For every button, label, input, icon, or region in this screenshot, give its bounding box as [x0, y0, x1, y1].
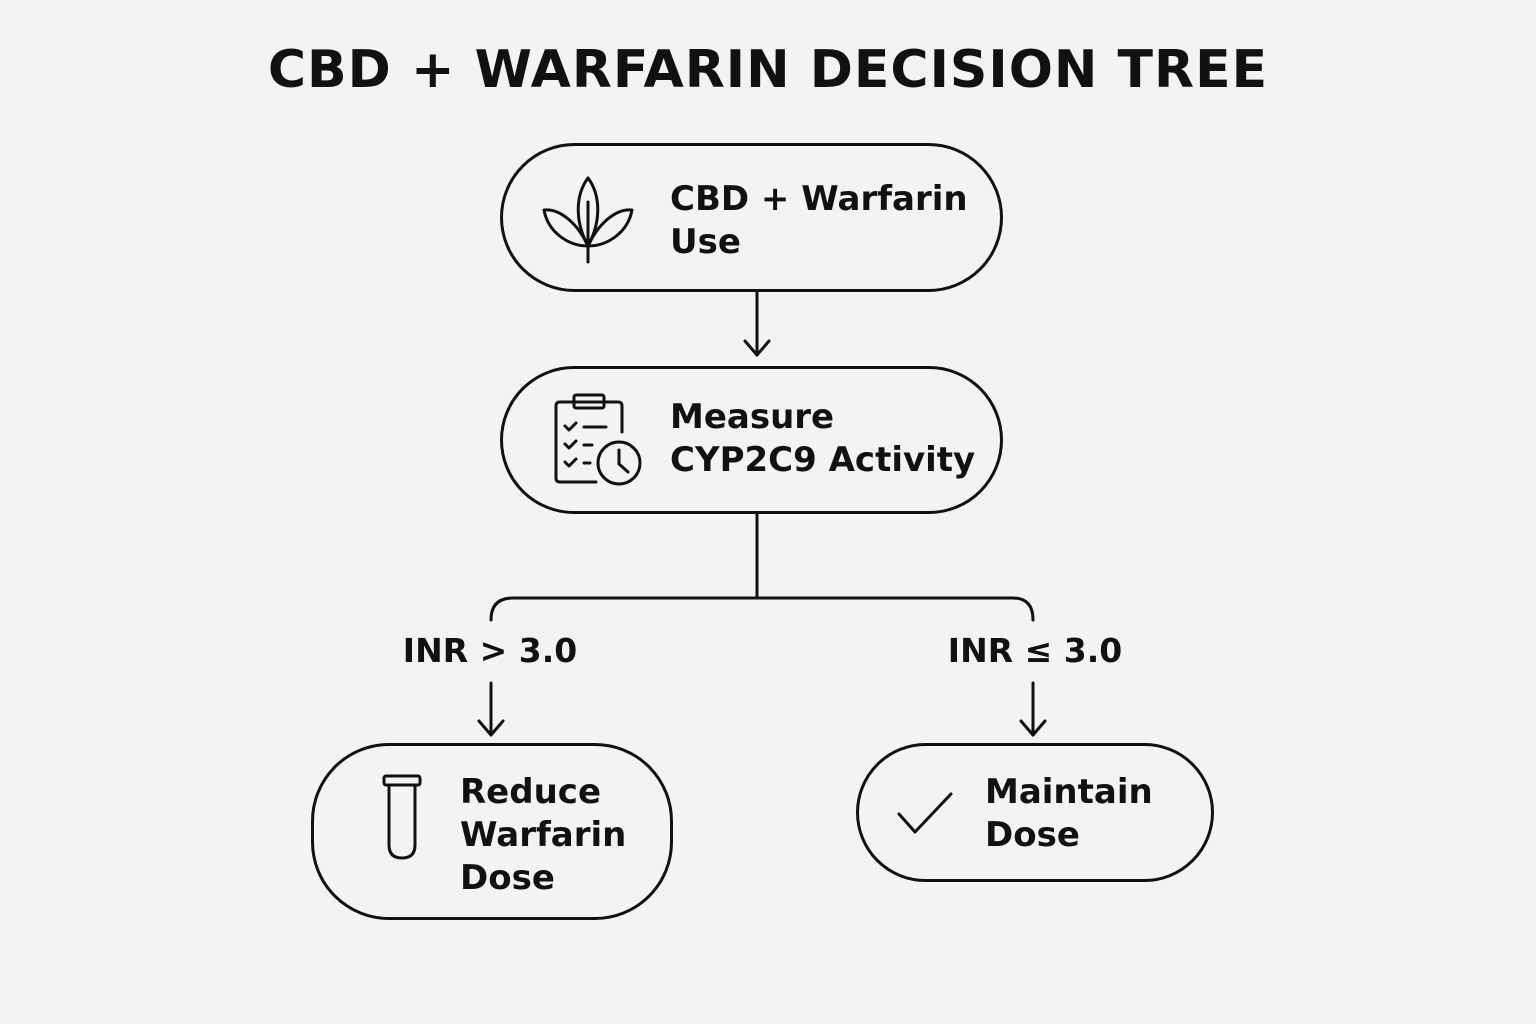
branch-label-inr-low: INR ≤ 3.0 — [947, 631, 1123, 670]
checkmark-icon — [897, 792, 953, 834]
diagram-title: CBD + WARFARIN DECISION TREE — [267, 40, 1269, 100]
node-label-measure-cyp2c9: Measure CYP2C9 Activity — [670, 397, 976, 480]
node-label-cbd-warfarin-use: CBD + Warfarin Use — [670, 179, 968, 262]
node-measure-cyp2c9 — [500, 366, 1003, 514]
arrowhead-to-reduce — [477, 719, 505, 737]
node-maintain-dose — [856, 743, 1214, 882]
node-cbd-warfarin-use — [500, 143, 1003, 292]
node-label-reduce-warfarin-dose: Reduce Warfarin Dose — [460, 772, 627, 898]
leaf-icon — [542, 176, 634, 264]
clipboard-clock-icon — [554, 393, 642, 486]
test-tube-icon — [382, 774, 422, 860]
connector-split — [489, 596, 1035, 622]
node-label-maintain-dose: Maintain Dose — [985, 772, 1153, 855]
arrowhead-to-maintain — [1019, 719, 1047, 737]
branch-label-inr-high: INR > 3.0 — [402, 631, 578, 670]
node-reduce-warfarin-dose — [311, 743, 673, 920]
arrowhead-start-to-measure — [743, 339, 771, 357]
